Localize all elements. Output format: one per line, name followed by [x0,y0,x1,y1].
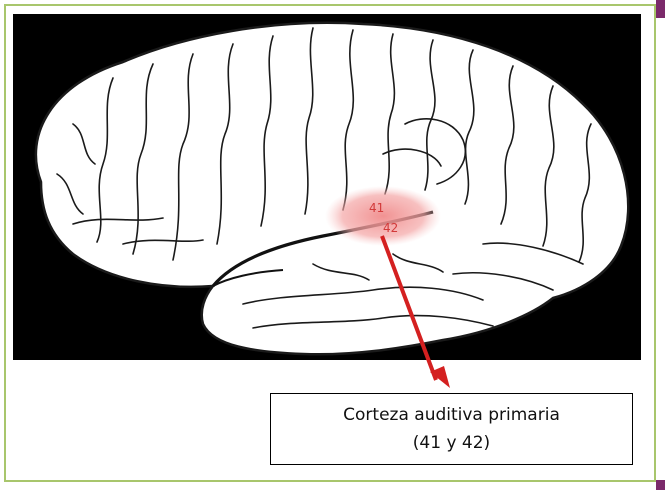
caption-box: Corteza auditiva primaria (41 y 42) [270,393,633,465]
caption-subtitle: (41 y 42) [413,429,490,457]
caption-title: Corteza auditiva primaria [343,401,560,429]
arrow-shaft [382,236,436,380]
